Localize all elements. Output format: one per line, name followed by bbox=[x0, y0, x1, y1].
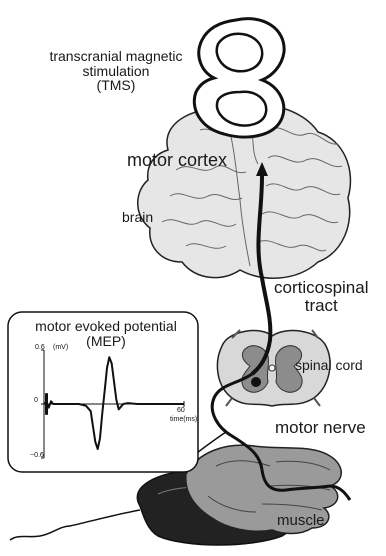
y-tick-zero: 0 bbox=[34, 397, 38, 404]
motor-nerve-label: motor nerve bbox=[275, 419, 366, 437]
cst-line-2: tract bbox=[274, 297, 369, 315]
spinal-cord-label: spinal cord bbox=[295, 358, 363, 373]
corticospinal-tract-label: corticospinal tract bbox=[274, 279, 369, 315]
tms-coil-icon bbox=[194, 19, 284, 137]
brain-label: brain bbox=[122, 210, 153, 225]
tms-label-line-2: stimulation bbox=[36, 64, 196, 79]
mep-title-line-1: motor evoked potential bbox=[17, 319, 195, 334]
tms-label-line-3: (TMS) bbox=[36, 78, 196, 93]
y-tick-top: 0.6 bbox=[35, 344, 45, 351]
y-tick-bottom: −0.6 bbox=[30, 452, 44, 459]
tms-label: transcranial magnetic stimulation (TMS) bbox=[36, 49, 196, 93]
x-unit-label: time(ms) bbox=[170, 416, 197, 423]
x-tick-end: 60 bbox=[177, 407, 185, 414]
cst-line-1: corticospinal bbox=[274, 279, 369, 297]
muscle-label: muscle bbox=[277, 513, 325, 529]
tms-label-line-1: transcranial magnetic bbox=[36, 49, 196, 64]
y-unit-label: (mV) bbox=[53, 344, 68, 351]
motor-cortex-label: motor cortex bbox=[127, 151, 227, 170]
